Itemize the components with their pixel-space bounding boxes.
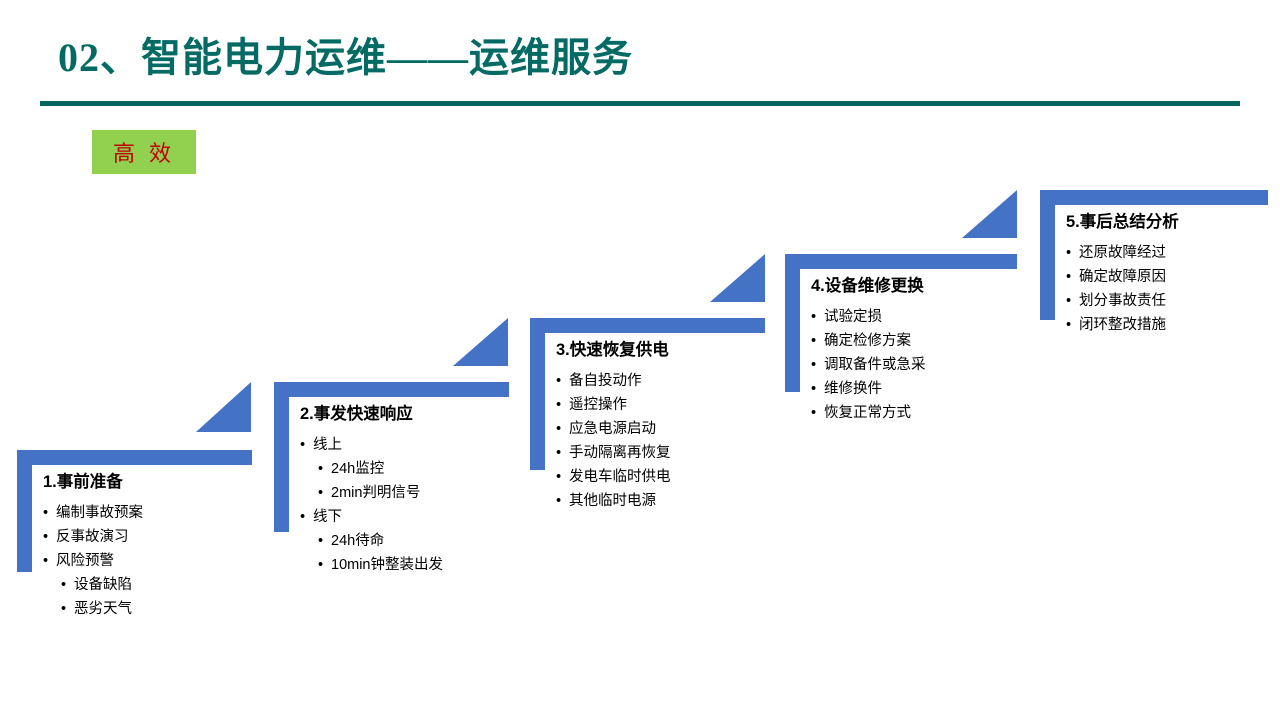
step-frame-top-bar xyxy=(785,254,1017,269)
step-heading: 4.设备维修更换 xyxy=(811,277,924,295)
list-item: 闭环整改措施 xyxy=(1066,313,1179,337)
list-item: 确定故障原因 xyxy=(1066,265,1179,289)
step-sub-bullet-list: 24h监控2min判明信号 xyxy=(300,457,443,505)
step-content: 1.事前准备编制事故预案反事故演习风险预警设备缺陷恶劣天气 xyxy=(43,472,143,621)
list-item: 风险预警 xyxy=(43,549,143,573)
step-riser-triangle-4 xyxy=(710,254,765,302)
list-item: 维修换件 xyxy=(811,377,926,401)
list-item: 恢复正常方式 xyxy=(811,401,926,425)
step-frame-top-bar xyxy=(274,382,509,397)
sub-list-item: 恶劣天气 xyxy=(61,597,143,621)
list-item: 应急电源启动 xyxy=(556,417,671,441)
step-bullet-list: 试验定损确定检修方案调取备件或急采维修换件恢复正常方式 xyxy=(811,305,926,425)
sub-list-item: 设备缺陷 xyxy=(61,573,143,597)
list-item: 备自投动作 xyxy=(556,369,671,393)
step-frame-left-bar xyxy=(785,254,800,392)
status-badge: 高 效 xyxy=(92,130,196,174)
list-item: 还原故障经过 xyxy=(1066,241,1179,265)
list-item: 手动隔离再恢复 xyxy=(556,441,671,465)
sub-list-item: 2min判明信号 xyxy=(318,481,443,505)
list-item: 确定检修方案 xyxy=(811,329,926,353)
step-content: 4.设备维修更换试验定损确定检修方案调取备件或急采维修换件恢复正常方式 xyxy=(811,276,926,425)
step-frame-left-bar xyxy=(1040,190,1055,320)
step-bullet-list: 备自投动作遥控操作应急电源启动手动隔离再恢复发电车临时供电其他临时电源 xyxy=(556,369,671,513)
step-sub-bullet-list: 设备缺陷恶劣天气 xyxy=(43,573,143,621)
list-item: 划分事故责任 xyxy=(1066,289,1179,313)
step-bullet-list: 线上24h监控2min判明信号线下24h待命10min钟整装出发 xyxy=(300,433,443,577)
step-frame-left-bar xyxy=(530,318,545,470)
step-frame-left-bar xyxy=(274,382,289,532)
list-item: 线上 xyxy=(300,433,443,457)
list-item: 线下 xyxy=(300,505,443,529)
step-heading: 1.事前准备 xyxy=(43,473,123,491)
list-item: 反事故演习 xyxy=(43,525,143,549)
step-content: 2.事发快速响应线上24h监控2min判明信号线下24h待命10min钟整装出发 xyxy=(300,404,443,577)
sub-list-item: 24h待命 xyxy=(318,529,443,553)
step-heading: 3.快速恢复供电 xyxy=(556,341,669,359)
list-item: 其他临时电源 xyxy=(556,489,671,513)
list-item: 发电车临时供电 xyxy=(556,465,671,489)
status-badge-label: 高 效 xyxy=(112,141,176,166)
step-sub-bullet-list: 24h待命10min钟整装出发 xyxy=(300,529,443,577)
list-item: 试验定损 xyxy=(811,305,926,329)
step-content: 5.事后总结分析还原故障经过确定故障原因划分事故责任闭环整改措施 xyxy=(1066,212,1179,337)
step-bullet-list: 编制事故预案反事故演习风险预警设备缺陷恶劣天气 xyxy=(43,501,143,621)
step-bullet-list: 还原故障经过确定故障原因划分事故责任闭环整改措施 xyxy=(1066,241,1179,337)
step-riser-triangle-2 xyxy=(196,382,251,432)
sub-list-item: 24h监控 xyxy=(318,457,443,481)
step-frame-top-bar xyxy=(17,450,252,465)
sub-list-item: 10min钟整装出发 xyxy=(318,553,443,577)
step-frame-top-bar xyxy=(1040,190,1268,205)
list-item: 遥控操作 xyxy=(556,393,671,417)
step-frame-top-bar xyxy=(530,318,765,333)
list-item: 调取备件或急采 xyxy=(811,353,926,377)
step-riser-triangle-5 xyxy=(962,190,1017,238)
list-item: 编制事故预案 xyxy=(43,501,143,525)
step-content: 3.快速恢复供电备自投动作遥控操作应急电源启动手动隔离再恢复发电车临时供电其他临… xyxy=(556,340,671,513)
page-title: 02、智能电力运维——运维服务 xyxy=(58,35,633,80)
step-heading: 5.事后总结分析 xyxy=(1066,213,1179,231)
step-frame-left-bar xyxy=(17,450,32,572)
step-riser-triangle-3 xyxy=(453,318,508,366)
title-divider xyxy=(40,101,1240,106)
step-heading: 2.事发快速响应 xyxy=(300,405,413,423)
